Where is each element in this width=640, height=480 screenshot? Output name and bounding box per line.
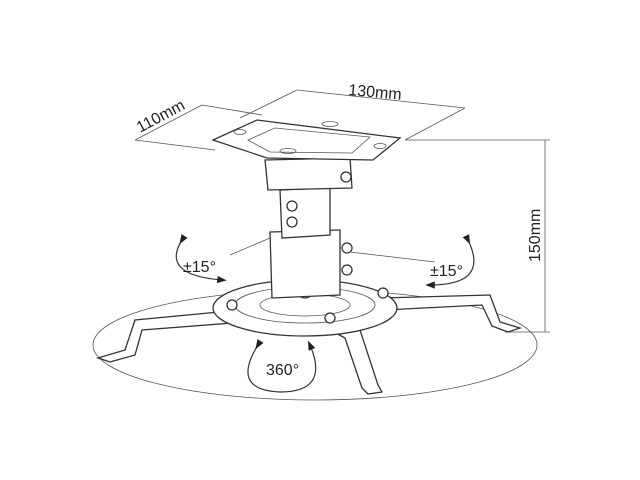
- dimension-lines: [134, 89, 550, 333]
- swivel-label: 360°: [266, 362, 299, 379]
- tilt-right-label: ±15°: [430, 263, 463, 280]
- tilt-left-label: ±15°: [183, 259, 216, 276]
- tilt-right-arrow: [425, 234, 475, 289]
- mount-arms: [95, 294, 523, 395]
- tilt-joint: [264, 157, 353, 299]
- width-label: 130mm: [348, 82, 403, 104]
- height-label: 150mm: [527, 209, 544, 262]
- ceiling-plate: [211, 119, 402, 161]
- tilt-left-arrow: [175, 234, 227, 284]
- swivel-arrow: [247, 339, 317, 393]
